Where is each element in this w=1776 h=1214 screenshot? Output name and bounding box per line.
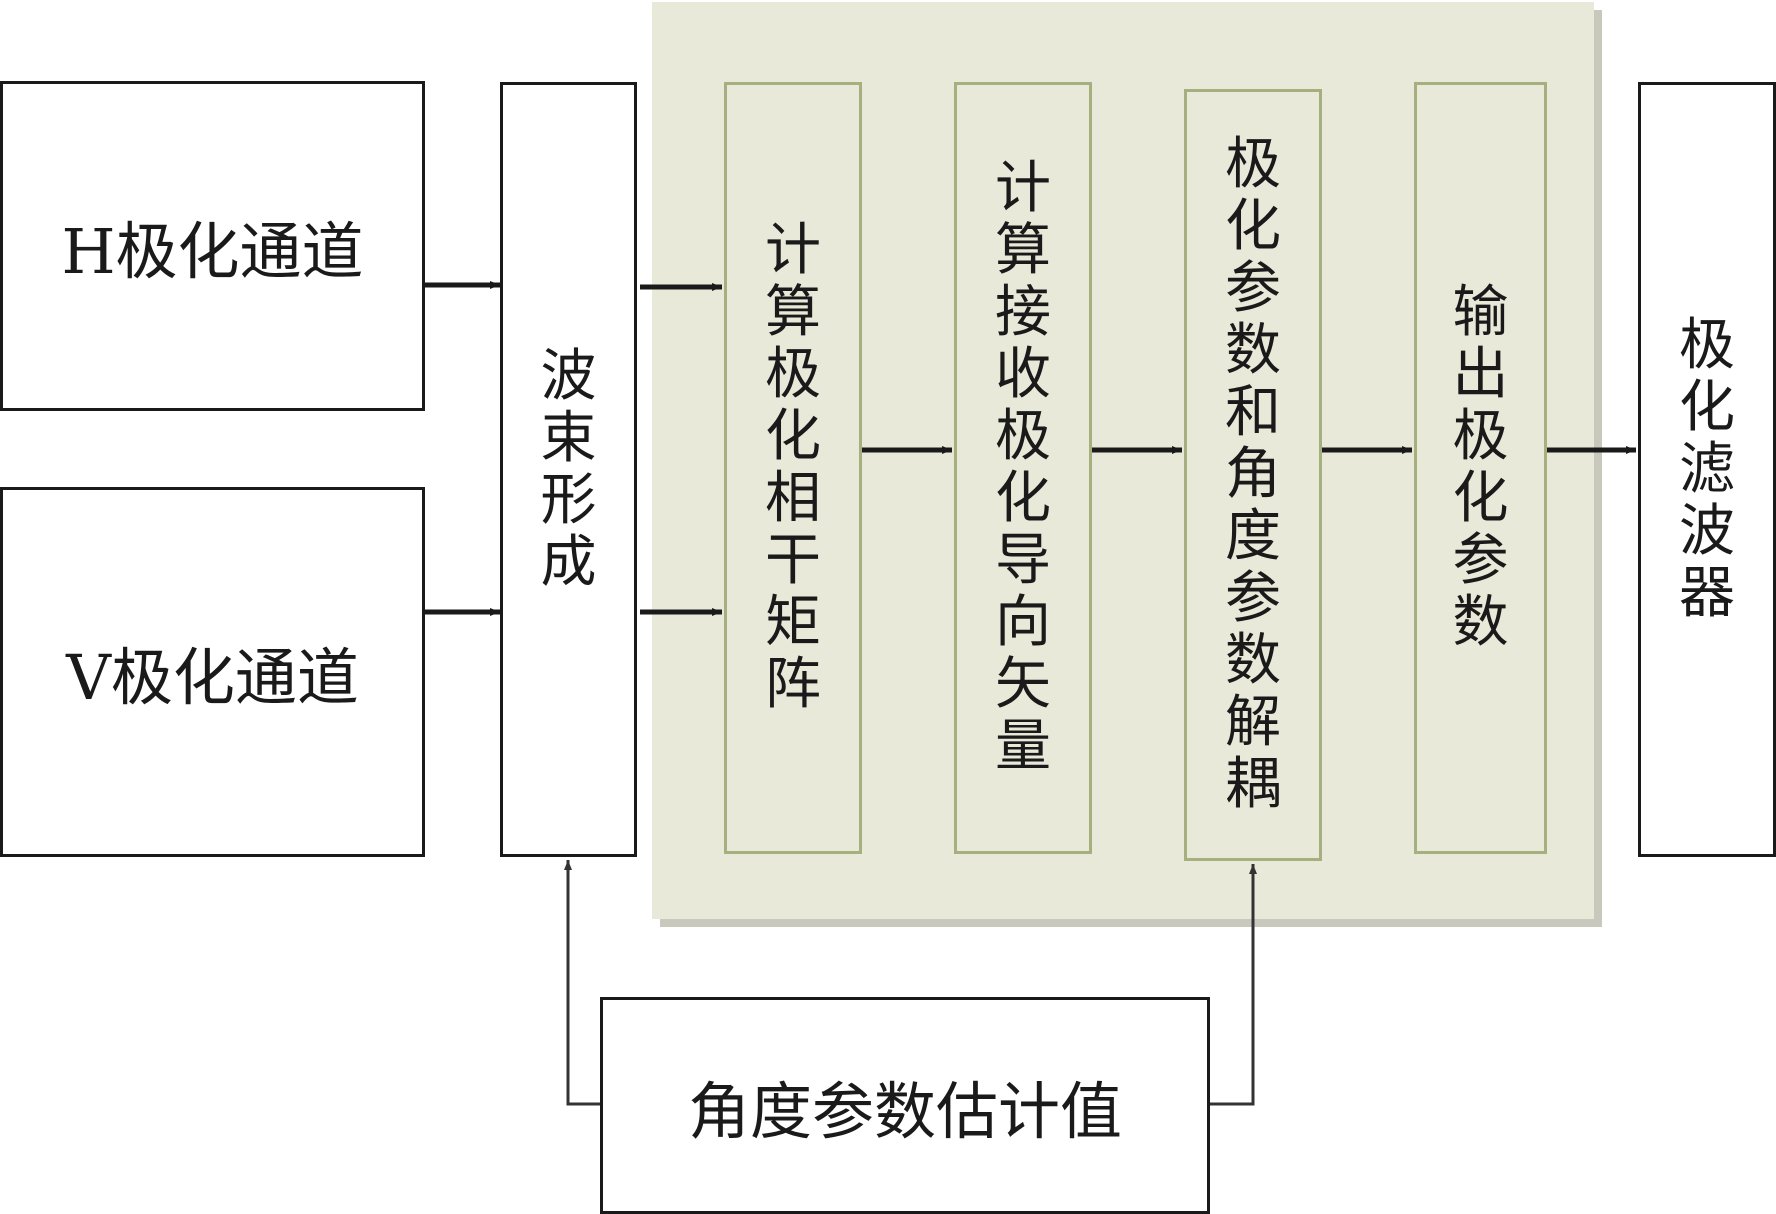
output-params-label: 输出极化参数 <box>1452 280 1509 655</box>
coherence-matrix-box: 计算极化相干矩阵 <box>724 82 862 854</box>
filter-box: 极化滤波器 <box>1638 82 1776 857</box>
angle-estimate-label: 角度参数估计值 <box>687 1074 1122 1148</box>
steering-vector-box: 计算接收极化导向矢量 <box>954 82 1092 854</box>
beamforming-label: 波束形成 <box>540 343 597 595</box>
h-channel-label: H极化通道 <box>61 215 364 288</box>
coherence-matrix-label: 计算极化相干矩阵 <box>765 218 821 717</box>
filter-label: 极化滤波器 <box>1679 312 1735 626</box>
feedback-to-beamforming <box>564 860 600 1106</box>
decoupling-box: 极化参数和角度参数解耦 <box>1184 89 1322 861</box>
beamforming-box: 波束形成 <box>500 82 637 857</box>
v-channel-label: V极化通道 <box>66 641 359 714</box>
output-params-box: 输出极化参数 <box>1414 82 1547 854</box>
feedback-to-decoupling <box>1210 864 1257 1106</box>
angle-estimate-box: 角度参数估计值 <box>600 997 1210 1214</box>
steering-vector-label: 计算接收极化导向矢量 <box>995 156 1051 779</box>
decoupling-label: 极化参数和角度参数解耦 <box>1225 132 1281 817</box>
h-channel-box: H极化通道 <box>0 81 425 411</box>
v-channel-box: V极化通道 <box>0 487 425 857</box>
